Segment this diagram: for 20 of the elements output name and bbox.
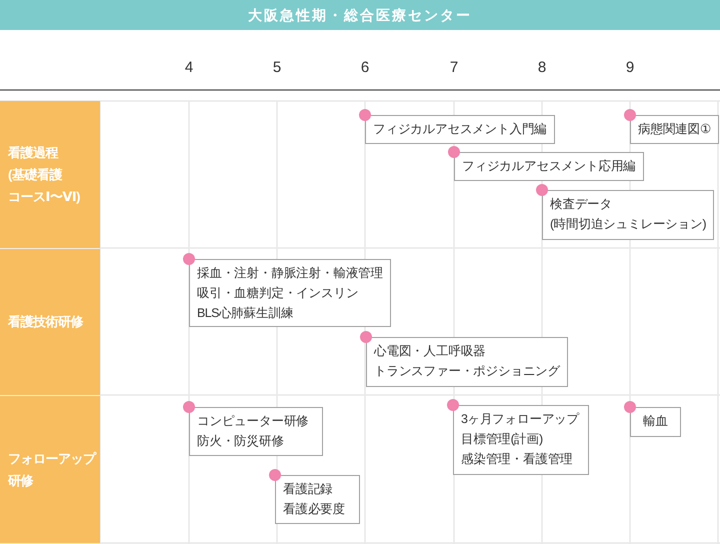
event-box: 採血・注射・静脈注射・輸液管理 吸引・血糖判定・インスリン BLS心肺蘇生訓練 [189, 259, 392, 327]
category-band: 看護技術研修 [0, 249, 100, 395]
event-box: フィジカルアセスメント応用編 [454, 152, 644, 181]
event-box: 検査データ (時間切迫シュミレーション) [542, 190, 714, 240]
category-band: 看護過程(基礎看護コースⅠ〜Ⅵ) [0, 101, 100, 248]
event-box: 心電図・人工呼吸器 トランスファー・ポジショニング [366, 337, 568, 387]
event-box: 看護記録 看護必要度 [275, 475, 360, 524]
event-box: 病態関連図① [630, 115, 719, 144]
month-label: 9 [624, 59, 636, 76]
month-label: 7 [448, 59, 460, 76]
event-box: 輸血 [630, 407, 681, 437]
title-banner: 大阪急性期・総合医療センター [0, 0, 720, 30]
event-box: フィジカルアセスメント入門編 [365, 115, 555, 144]
month-label: 8 [536, 59, 548, 76]
category-band: フォローアップ研修 [0, 396, 100, 543]
event-box: 3ヶ月フォローアップ 目標管理(計画) 感染管理・看護管理 [453, 405, 589, 475]
event-box: コンピューター研修 防火・防災研修 [189, 407, 323, 456]
month-label: 6 [360, 59, 370, 76]
month-label: 4 [184, 59, 194, 76]
month-label: 5 [272, 59, 282, 76]
